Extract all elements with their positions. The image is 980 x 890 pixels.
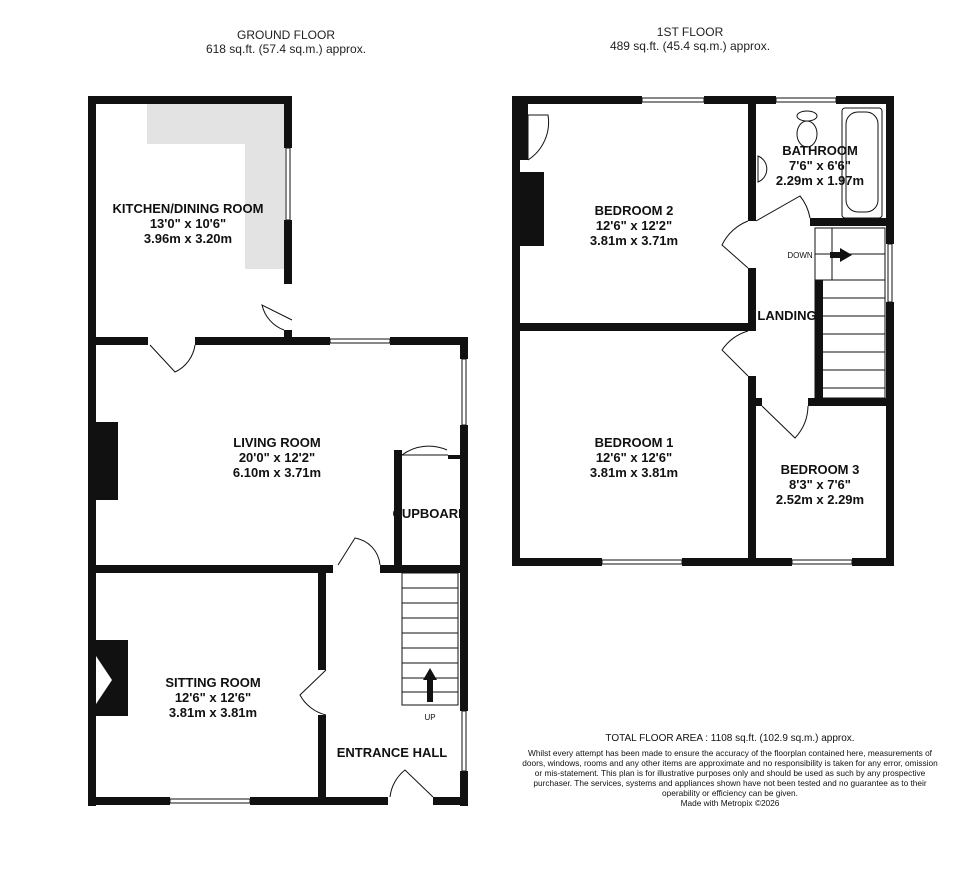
stairs-label: UP — [424, 713, 435, 722]
down-arrow-icon — [830, 248, 852, 262]
room-dimensions-metric: 3.81m x 3.81m — [169, 705, 257, 720]
room-dimensions-imperial: 12'6" x 12'6" — [175, 690, 251, 705]
ground-floor-plan — [88, 96, 468, 806]
room-dimensions-metric: 3.81m x 3.81m — [590, 465, 678, 480]
room-name: LIVING ROOM — [233, 435, 320, 450]
room-dimensions-metric: 2.29m x 1.97m — [776, 173, 864, 188]
first-floor-plan — [512, 96, 894, 566]
room-name: KITCHEN/DINING ROOM — [113, 201, 264, 216]
first-floor-title: 1ST FLOOR — [657, 25, 724, 39]
disclaimer-block: Whilst every attempt has been made to en… — [520, 748, 940, 808]
up-arrow-icon — [423, 668, 437, 702]
room-dimensions-imperial: 13'0" x 10'6" — [150, 216, 226, 231]
room-dimensions-imperial: 8'3" x 7'6" — [789, 477, 851, 492]
room-dimensions-metric: 2.52m x 2.29m — [776, 492, 864, 507]
room-dimensions-imperial: 12'6" x 12'2" — [596, 218, 672, 233]
room-name: BEDROOM 1 — [595, 435, 674, 450]
room-name: SITTING ROOM — [165, 675, 260, 690]
room-name: LANDING — [757, 308, 816, 323]
total-floor-area: TOTAL FLOOR AREA : 1108 sq.ft. (102.9 sq… — [605, 733, 855, 744]
room-dimensions-metric: 3.96m x 3.20m — [144, 231, 232, 246]
disclaimer: Whilst every attempt has been made to en… — [522, 748, 938, 798]
room-name: BEDROOM 2 — [595, 203, 674, 218]
room-dimensions-imperial: 20'0" x 12'2" — [239, 450, 315, 465]
window — [285, 147, 291, 221]
room-name: BATHROOM — [782, 143, 858, 158]
credit: Made with Metropix ©2026 — [680, 798, 780, 808]
room-dimensions-metric: 3.81m x 3.71m — [590, 233, 678, 248]
first-floor-area: 489 sq.ft. (45.4 sq.m.) approx. — [610, 39, 770, 53]
room-name: CUPBOARD — [392, 506, 467, 521]
room-dimensions-metric: 6.10m x 3.71m — [233, 465, 321, 480]
room-name: BEDROOM 3 — [781, 462, 860, 477]
ground-floor-area: 618 sq.ft. (57.4 sq.m.) approx. — [206, 42, 366, 56]
room-name: ENTRANCE HALL — [337, 745, 448, 760]
room-dimensions-imperial: 7'6" x 6'6" — [789, 158, 851, 173]
ground-floor-title: GROUND FLOOR — [237, 28, 335, 42]
stairs-label: DOWN — [787, 251, 813, 260]
doors — [149, 304, 448, 798]
first-stairs — [814, 227, 886, 399]
room-dimensions-imperial: 12'6" x 12'6" — [596, 450, 672, 465]
